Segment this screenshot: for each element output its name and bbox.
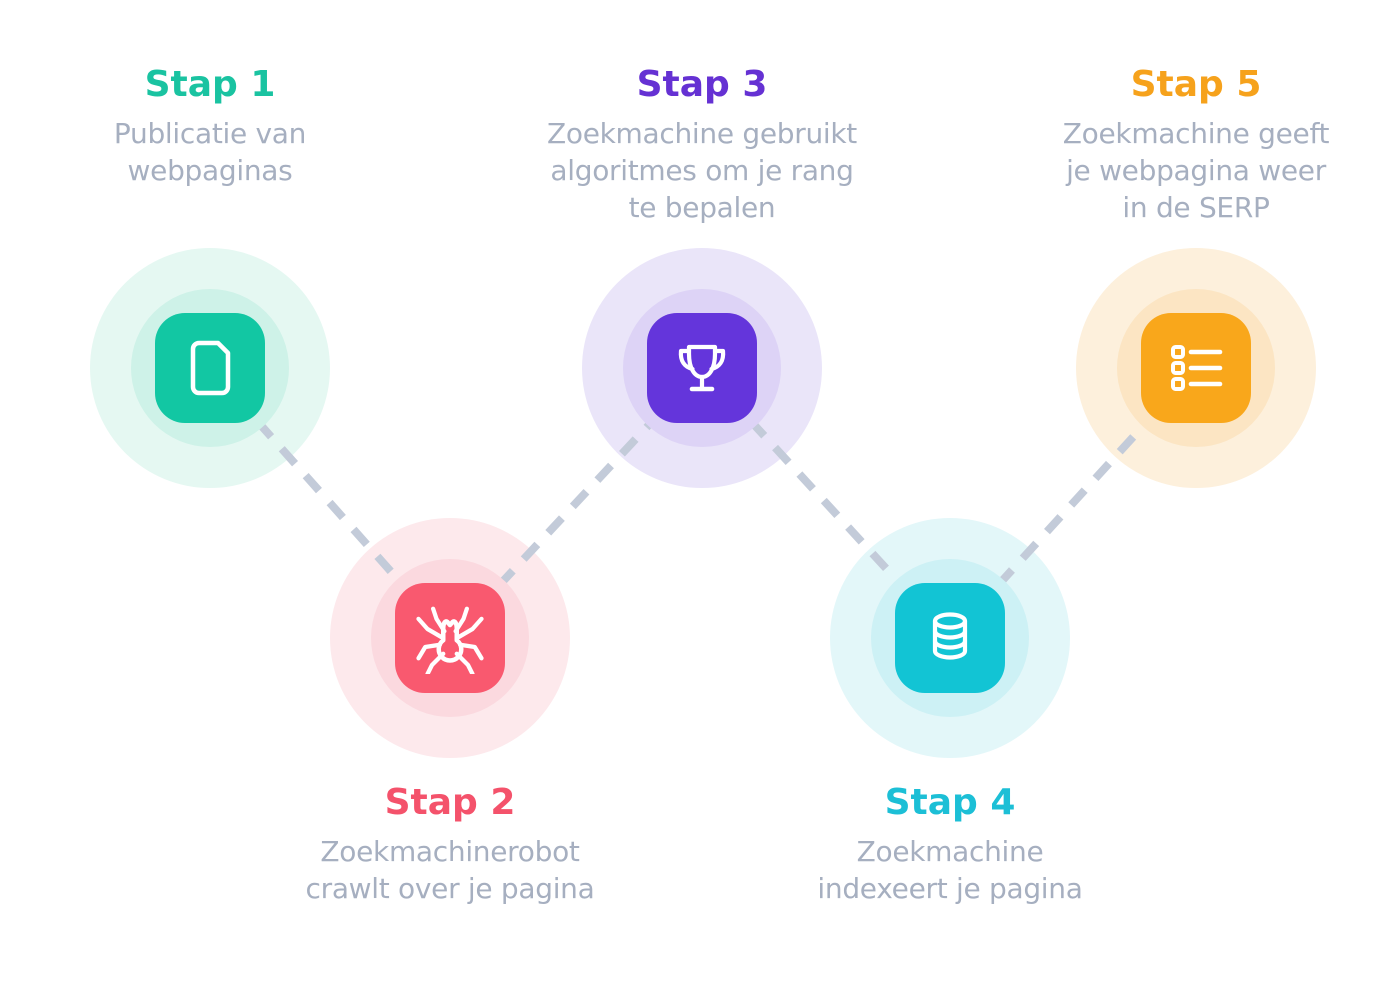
document-icon [190,340,231,396]
step-2-text: Stap 2 Zoekmachinerobot crawlt over je p… [220,782,680,907]
node-step-5 [1117,289,1275,447]
step-3-text: Stap 3 Zoekmachine gebruikt algoritmes o… [472,64,932,226]
list-icon [1171,345,1223,391]
step-5-description: Zoekmachine geeft je webpagina weer in d… [1062,117,1330,224]
step-2-title: Stap 2 [384,782,516,823]
step-1-description: Publicatie van webpaginas [113,117,307,187]
node-step-4 [871,559,1029,717]
step-4-text: Stap 4 Zoekmachine indexeert je pagina [720,782,1180,907]
spider-icon [416,606,484,674]
node-step-2 [371,559,529,717]
step-1-title: Stap 1 [144,64,276,105]
step-1-badge [155,313,265,423]
step-4-title: Stap 4 [884,782,1016,823]
step-5-text: Stap 5 Zoekmachine geeft je webpagina we… [966,64,1400,226]
trophy-icon [678,344,726,392]
step-3-description: Zoekmachine gebruikt algoritmes om je ra… [547,117,857,224]
step-4-badge [895,583,1005,693]
node-step-1 [131,289,289,447]
step-2-description: Zoekmachinerobot crawlt over je pagina [305,835,595,905]
step-4-description: Zoekmachine indexeert je pagina [817,835,1083,905]
step-2-badge [395,583,505,693]
database-icon [932,612,968,660]
step-5-badge [1141,313,1251,423]
step-5-title: Stap 5 [1130,64,1262,105]
step-3-badge [647,313,757,423]
node-step-3 [623,289,781,447]
step-1-text: Stap 1 Publicatie van webpaginas [0,64,440,189]
step-3-title: Stap 3 [636,64,768,105]
